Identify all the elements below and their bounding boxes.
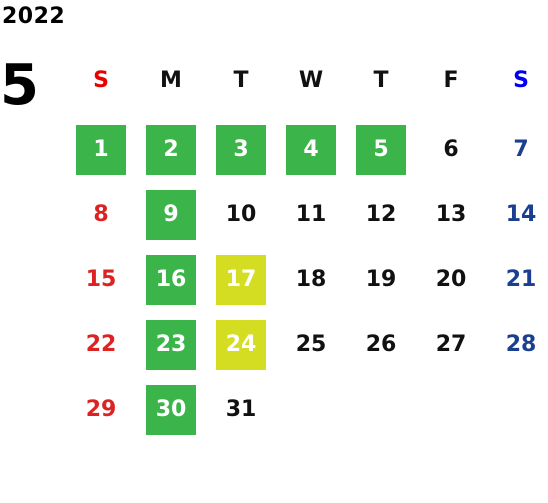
- day-cell[interactable]: 15: [85, 267, 117, 292]
- day-cell[interactable]: 25: [295, 332, 327, 357]
- day-cell[interactable]: 18: [295, 267, 327, 292]
- weekday-header-3: W: [298, 68, 324, 93]
- weekday-header-1: M: [160, 68, 182, 93]
- day-cell[interactable]: 28: [505, 332, 537, 357]
- day-cell[interactable]: 6: [443, 137, 459, 162]
- day-cell[interactable]: 31: [225, 397, 257, 422]
- day-cell[interactable]: 19: [365, 267, 397, 292]
- day-cell[interactable]: 8: [93, 202, 109, 227]
- day-cell[interactable]: 9: [146, 190, 196, 240]
- day-cell[interactable]: 5: [356, 125, 406, 175]
- day-cell[interactable]: 29: [85, 397, 117, 422]
- year-label: 2022: [2, 4, 66, 29]
- day-cell[interactable]: 27: [435, 332, 467, 357]
- day-cell[interactable]: 4: [286, 125, 336, 175]
- day-cell[interactable]: 22: [85, 332, 117, 357]
- day-cell[interactable]: 21: [505, 267, 537, 292]
- day-cell[interactable]: 10: [225, 202, 257, 227]
- day-cell[interactable]: 14: [505, 202, 537, 227]
- day-cell[interactable]: 13: [435, 202, 467, 227]
- day-cell[interactable]: 17: [216, 255, 266, 305]
- weekday-header-4: T: [373, 68, 389, 93]
- day-cell[interactable]: 3: [216, 125, 266, 175]
- day-cell[interactable]: 12: [365, 202, 397, 227]
- day-cell[interactable]: 20: [435, 267, 467, 292]
- day-cell[interactable]: 2: [146, 125, 196, 175]
- day-cell[interactable]: 26: [365, 332, 397, 357]
- day-cell[interactable]: 7: [513, 137, 529, 162]
- weekday-header-6: S: [513, 68, 529, 93]
- weekday-header-5: F: [443, 68, 459, 93]
- weekday-header-0: S: [93, 68, 109, 93]
- month-number: 5: [0, 53, 39, 118]
- day-cell[interactable]: 16: [146, 255, 196, 305]
- day-cell[interactable]: 23: [146, 320, 196, 370]
- day-cell[interactable]: 24: [216, 320, 266, 370]
- day-cell[interactable]: 30: [146, 385, 196, 435]
- day-cell[interactable]: 11: [295, 202, 327, 227]
- day-cell[interactable]: 1: [76, 125, 126, 175]
- weekday-header-2: T: [233, 68, 249, 93]
